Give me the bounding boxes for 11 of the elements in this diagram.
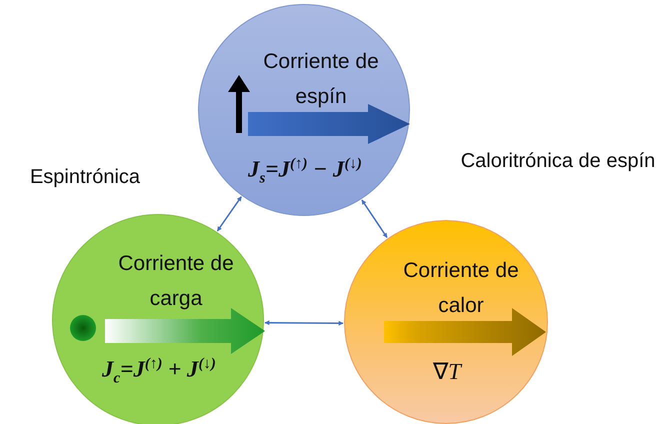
double-arrow (216, 196, 242, 232)
double-arrow (361, 200, 388, 238)
formula: ∇T (432, 358, 464, 385)
formula: J$_{c}$=J$^{(↑)}$ + J$^{(↓)}$ (101, 356, 217, 388)
circle-title: Corriente de carga (117, 251, 235, 312)
label: Espintrónica (28, 165, 142, 190)
circle-title: Corriente de calor (402, 258, 520, 319)
formula: J$_{s}$=J$^{(↑)}$ − J$^{(↓)}$ (247, 156, 363, 188)
circle-title: Corriente de espín (262, 49, 380, 110)
label: Caloritrónica de espín (460, 149, 656, 174)
double-arrow (264, 320, 344, 326)
